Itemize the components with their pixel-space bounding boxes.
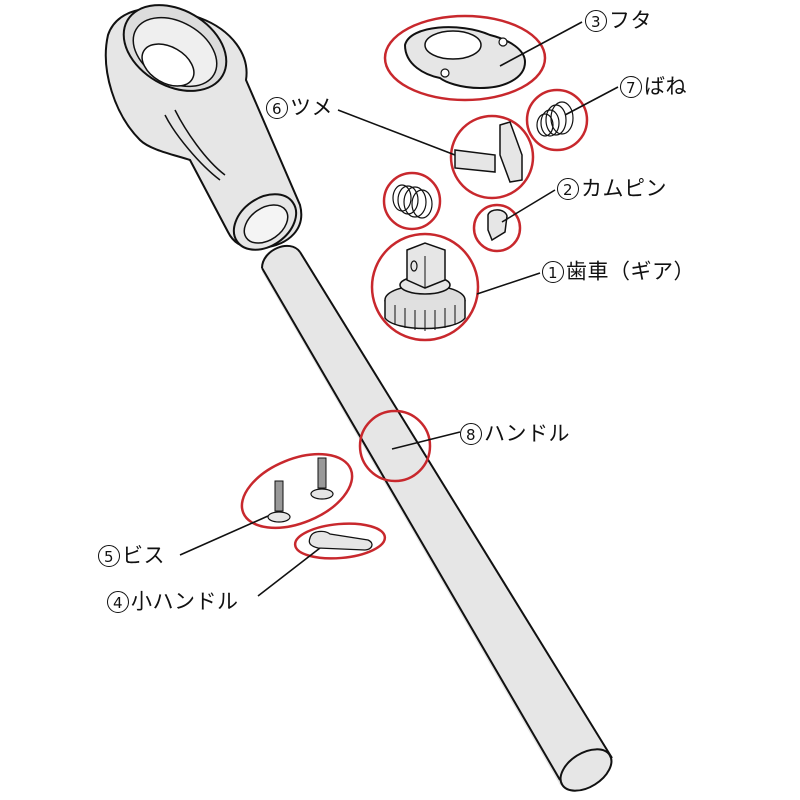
part-cam-pin <box>472 189 556 253</box>
part-cover-plate <box>383 14 583 102</box>
part-handle-callout <box>358 409 461 483</box>
ratchet-head <box>104 4 303 251</box>
part-gear <box>370 232 541 342</box>
handle-tube <box>261 244 613 792</box>
part-spring <box>525 86 619 152</box>
part-small-handle <box>257 522 387 597</box>
part-spring-2 <box>382 171 442 231</box>
part-screws <box>179 452 354 556</box>
part-pawl <box>337 109 535 200</box>
